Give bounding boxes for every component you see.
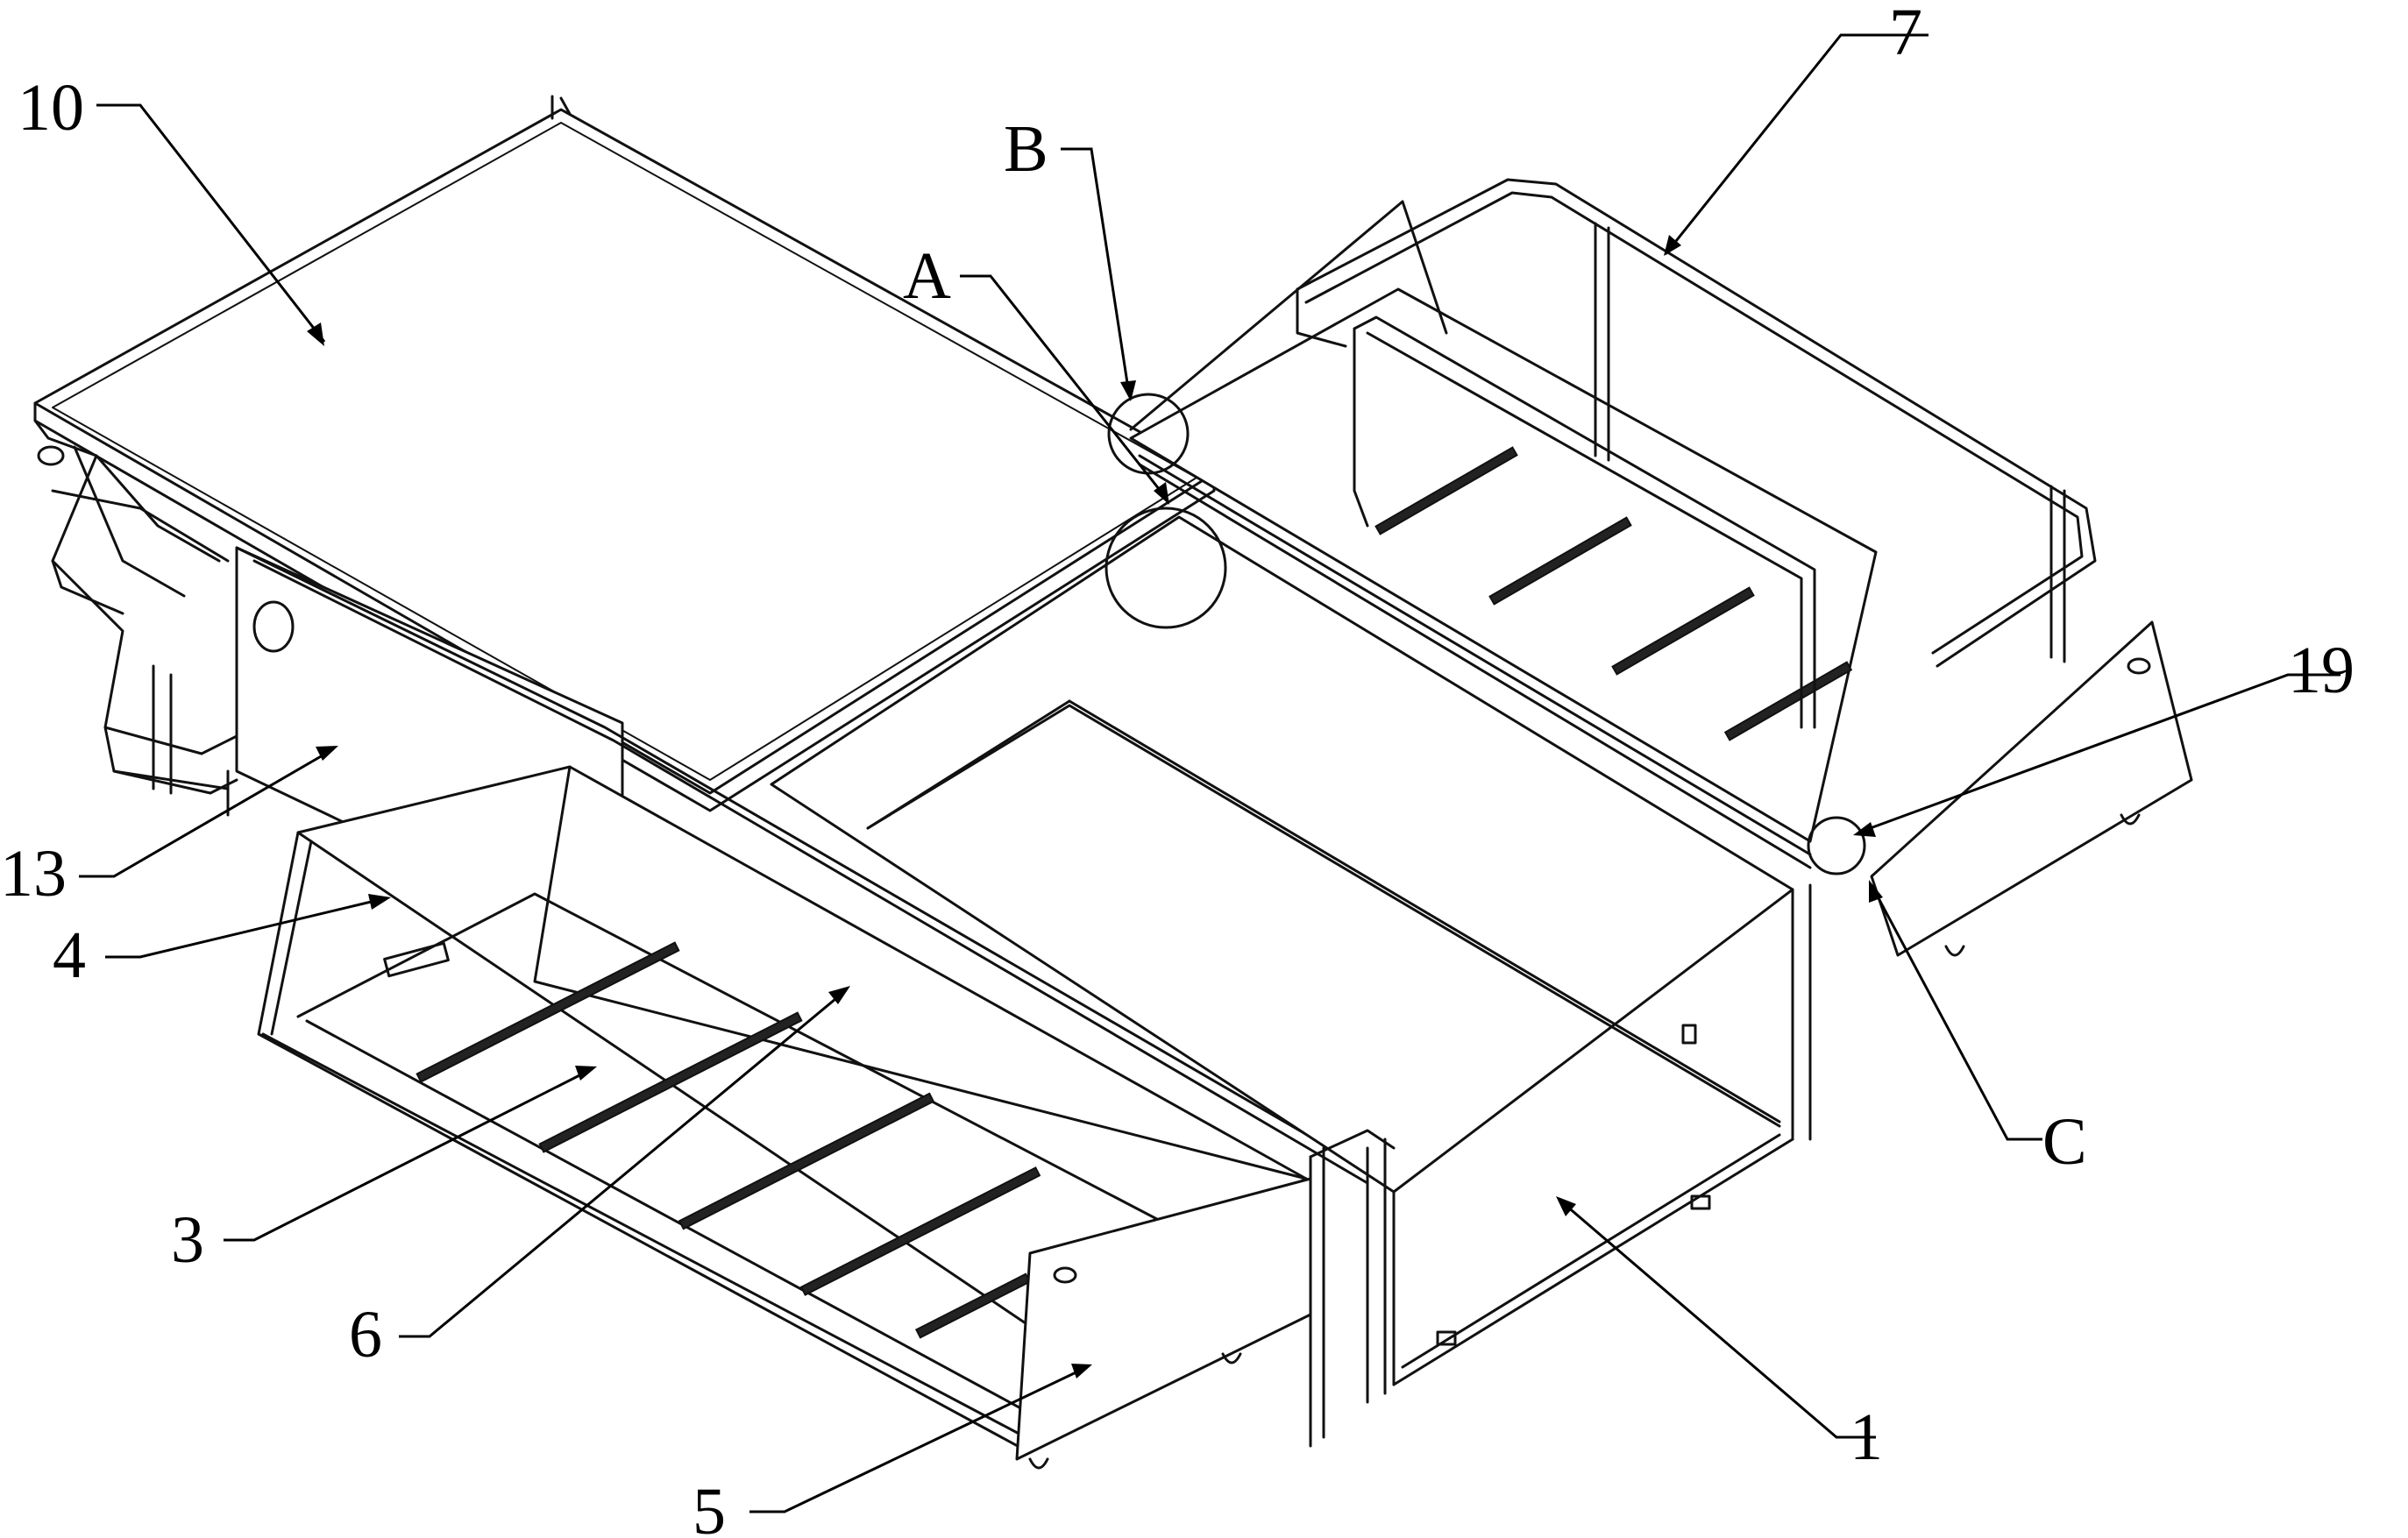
part-19-right-flap	[1872, 622, 2191, 955]
label-6: 6	[349, 1298, 382, 1371]
label-5: 5	[693, 1475, 726, 1538]
leader-3	[224, 1069, 592, 1240]
label-a: A	[903, 239, 951, 313]
label-19: 19	[2288, 634, 2355, 707]
detail-circle-c	[1808, 818, 1865, 874]
leader-b	[1061, 149, 1129, 394]
leader-1	[1560, 1201, 1876, 1437]
label-4: 4	[53, 918, 86, 992]
label-c: C	[2042, 1105, 2087, 1179]
leader-4	[105, 898, 386, 957]
label-10: 10	[18, 71, 84, 145]
label-13: 13	[0, 837, 67, 911]
label-3: 3	[171, 1203, 204, 1277]
label-b: B	[1004, 112, 1048, 186]
label-1: 1	[1850, 1400, 1883, 1474]
label-7: 7	[1889, 0, 1922, 69]
